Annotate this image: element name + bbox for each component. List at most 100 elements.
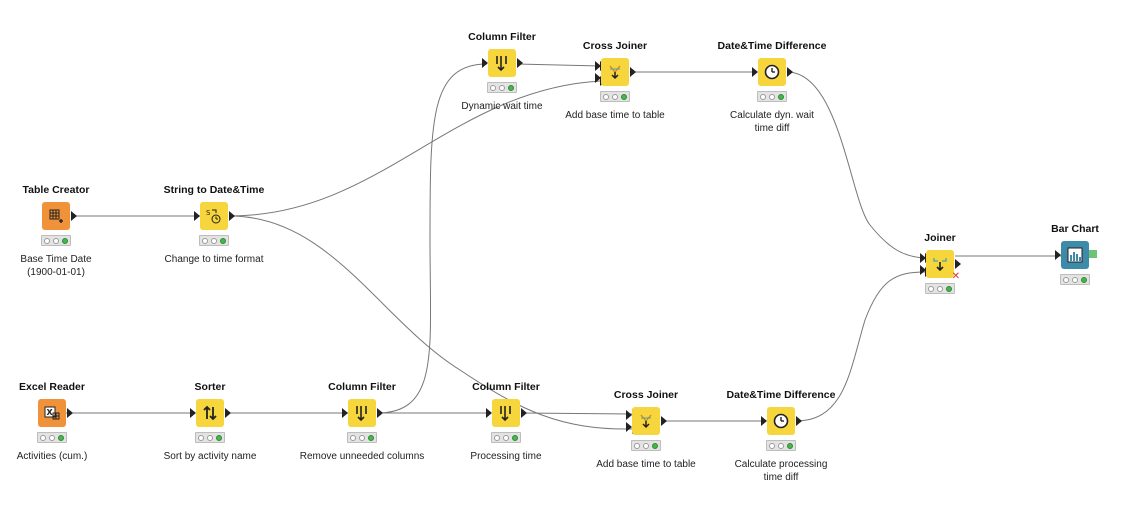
- node-label[interactable]: Dynamic wait time: [461, 101, 543, 112]
- output-port[interactable]: [521, 408, 527, 418]
- edge-colfiltertop-to-crossjointop[interactable]: [516, 63, 601, 67]
- input-port[interactable]: [752, 67, 758, 77]
- edge-dtdiffbot-to-joiner[interactable]: [795, 271, 926, 422]
- cross-joiner-icon: [609, 65, 621, 80]
- node-title: Sorter: [194, 381, 226, 393]
- node-body[interactable]: [190, 399, 231, 427]
- edge-stringtodt-to-crossjoinbot[interactable]: [229, 215, 633, 430]
- status-traffic-light: [925, 283, 955, 294]
- node-label[interactable]: Base Time Date (1900-01-01): [20, 254, 92, 278]
- node-label[interactable]: Activities (cum.): [16, 451, 88, 462]
- status-traffic-light: [766, 440, 796, 451]
- edge-colfilterbot-to-crossjoinbot[interactable]: [520, 412, 633, 415]
- node-title: Cross Joiner: [582, 40, 648, 52]
- node-body[interactable]: S: [194, 202, 235, 230]
- node-label[interactable]: Processing time: [470, 451, 542, 462]
- output-port[interactable]: [661, 416, 667, 426]
- node-label[interactable]: Add base time to table: [565, 110, 665, 121]
- input-port[interactable]: [1055, 250, 1061, 260]
- input-port[interactable]: [920, 265, 926, 275]
- input-port[interactable]: [486, 408, 492, 418]
- image-output-port[interactable]: [1089, 250, 1097, 258]
- node-string-to-datetime[interactable]: String to Date&Time S Change to time for…: [144, 184, 284, 266]
- node-column-filter-mid[interactable]: Column Filter Remove unneeded columns: [292, 381, 432, 463]
- node-cross-joiner-bottom[interactable]: Cross Joiner Add base time to table: [576, 389, 716, 471]
- input-port[interactable]: [595, 73, 601, 83]
- node-label[interactable]: Sort by activity name: [163, 451, 257, 462]
- node-column-filter-bottom[interactable]: Column Filter Processing time: [436, 381, 576, 463]
- node-body[interactable]: [482, 49, 523, 77]
- clock-icon: [764, 64, 780, 80]
- node-body[interactable]: [42, 202, 77, 230]
- output-port[interactable]: [955, 259, 961, 269]
- sort-icon: [203, 405, 217, 421]
- input-port[interactable]: [190, 408, 196, 418]
- input-port[interactable]: [920, 253, 926, 263]
- status-traffic-light: [199, 235, 229, 246]
- output-port[interactable]: [517, 58, 523, 68]
- node-body[interactable]: ✕: [920, 250, 961, 282]
- node-body[interactable]: [1055, 241, 1097, 269]
- node-body[interactable]: [342, 399, 383, 427]
- node-joiner[interactable]: Joiner ✕: [870, 232, 1010, 301]
- edge-colfiltermid-to-colfiltertop[interactable]: [376, 63, 488, 414]
- status-traffic-light: [37, 432, 67, 443]
- output-port[interactable]: [377, 408, 383, 418]
- input-port[interactable]: [342, 408, 348, 418]
- status-traffic-light: [600, 91, 630, 102]
- status-traffic-light: [347, 432, 377, 443]
- input-port[interactable]: [482, 58, 488, 68]
- node-body[interactable]: [626, 407, 667, 435]
- input-port[interactable]: [194, 211, 200, 221]
- output-port[interactable]: [225, 408, 231, 418]
- node-datetime-difference-top[interactable]: Date&Time Difference Calculate dyn. wait…: [702, 40, 842, 135]
- edge-stringtodt-to-crossjointop[interactable]: [229, 80, 601, 217]
- node-body[interactable]: [761, 407, 802, 435]
- status-traffic-light: [491, 432, 521, 443]
- status-traffic-light: [487, 82, 517, 93]
- column-filter-icon: [500, 406, 511, 422]
- node-title: Column Filter: [328, 381, 396, 393]
- node-body[interactable]: [595, 58, 636, 86]
- node-label[interactable]: Change to time format: [164, 254, 264, 265]
- node-title: String to Date&Time: [163, 184, 265, 196]
- node-datetime-difference-bottom[interactable]: Date&Time Difference Calculate processin…: [711, 389, 851, 484]
- column-filter-icon: [356, 406, 367, 422]
- node-table-creator[interactable]: Table Creator Base Time Date (1900-01-01…: [0, 184, 126, 279]
- excel-icon: X: [44, 406, 60, 420]
- output-port[interactable]: [71, 211, 77, 221]
- svg-text:X: X: [47, 408, 54, 417]
- node-excel-reader[interactable]: Excel Reader X Activities (cum.): [0, 381, 122, 463]
- node-column-filter-top[interactable]: Column Filter Dynamic wait time: [432, 31, 572, 113]
- node-label[interactable]: Remove unneeded columns: [299, 451, 425, 462]
- input-port[interactable]: [626, 410, 632, 420]
- output-port[interactable]: [67, 408, 73, 418]
- node-label[interactable]: Calculate processing time diff: [734, 459, 828, 483]
- column-filter-icon: [496, 56, 507, 72]
- output-port[interactable]: [229, 211, 235, 221]
- node-body[interactable]: X: [38, 399, 73, 427]
- node-sorter[interactable]: Sorter Sort by activity name: [140, 381, 280, 463]
- svg-text:S: S: [206, 209, 211, 217]
- node-title: Excel Reader: [19, 381, 85, 393]
- node-body[interactable]: [486, 399, 527, 427]
- input-port[interactable]: [761, 416, 767, 426]
- node-title: Bar Chart: [1051, 223, 1099, 235]
- node-title: Joiner: [924, 232, 956, 244]
- output-port[interactable]: [787, 67, 793, 77]
- input-port[interactable]: [626, 422, 632, 432]
- node-cross-joiner-top[interactable]: Cross Joiner Add base time to table: [545, 40, 685, 122]
- output-port[interactable]: [796, 416, 802, 426]
- status-traffic-light: [757, 91, 787, 102]
- table-icon: [49, 209, 63, 223]
- output-port[interactable]: [630, 67, 636, 77]
- node-body[interactable]: [752, 58, 793, 86]
- node-label[interactable]: Add base time to table: [596, 459, 696, 470]
- input-port[interactable]: [595, 61, 601, 71]
- node-title: Cross Joiner: [613, 389, 679, 401]
- edge-dtdifftop-to-joiner[interactable]: [786, 71, 926, 259]
- node-bar-chart[interactable]: Bar Chart: [1005, 223, 1132, 292]
- node-label[interactable]: Calculate dyn. wait time diff: [730, 110, 814, 134]
